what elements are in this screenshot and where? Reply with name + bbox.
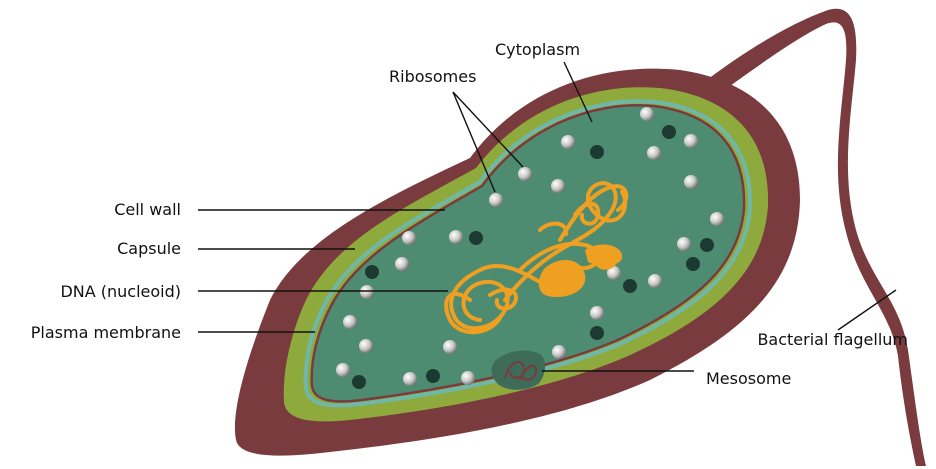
label-plasma-membrane: Plasma membrane — [31, 323, 181, 342]
label-capsule: Capsule — [117, 239, 181, 258]
label-flagellum: Bacterial flagellum — [757, 330, 908, 349]
label-mesosome: Mesosome — [706, 369, 791, 388]
label-cell-wall: Cell wall — [114, 200, 181, 219]
label-dna: DNA (nucleoid) — [60, 282, 181, 301]
label-cytoplasm: Cytoplasm — [495, 40, 580, 59]
label-ribosomes: Ribosomes — [389, 67, 476, 86]
